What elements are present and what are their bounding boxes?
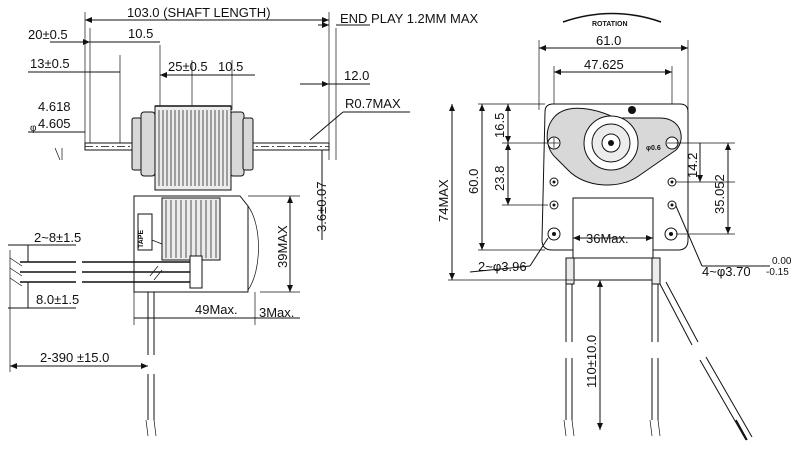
dim-10-5-top: 10.5 (128, 26, 153, 41)
dim-16-5: 16.5 (492, 113, 507, 138)
coil-hatch (165, 200, 217, 258)
end-play-label: END PLAY 1.2MM MAX (340, 11, 479, 26)
dim-2-8: 2~8±1.5 (34, 230, 81, 245)
rivet-top (628, 106, 636, 114)
bearing-housing-left (140, 111, 156, 177)
label-plate-text: TAPE (138, 230, 145, 248)
dim-4-605: 4.605 (38, 116, 71, 131)
tol-lower: -0.15 (766, 267, 789, 278)
dim-13: 13±0.5 (30, 56, 70, 71)
dim-4-618: 4.618 (38, 99, 71, 114)
lamination-hatch (158, 110, 228, 186)
bearing-boss-right (242, 117, 254, 171)
front-view: ROTATION 61.0 47.625 φ0.6 (436, 12, 792, 441)
label-plate (137, 213, 153, 251)
dim-25: 25±0.5 (168, 59, 208, 74)
dim-35-052: 35.052 (712, 174, 727, 214)
bearing-housing-right (229, 111, 245, 177)
dim-3-6: 3.6±0.07 (314, 181, 329, 232)
dim-110: 110±10.0 (584, 335, 599, 388)
dim-61: 61.0 (596, 33, 621, 48)
lead-wires-side (9, 255, 203, 289)
lamination-stack (154, 105, 232, 191)
dim-36max: 36Max. (586, 231, 629, 246)
dim-2-390: 2-390 ±15.0 (40, 350, 109, 365)
dim-60: 60.0 (466, 169, 481, 194)
dim-74max: 74MAX (436, 179, 451, 222)
rotation-label: ROTATION (592, 21, 628, 28)
coil-side-left (565, 257, 575, 285)
dim-12: 12.0 (344, 68, 369, 83)
phi-symbol: φ (30, 123, 37, 134)
rotation-arrow (562, 12, 662, 23)
dim-47-625: 47.625 (584, 57, 624, 72)
side-view: 103.0 (SHAFT LENGTH) END PLAY 1.2MM MAX … (8, 5, 479, 437)
dim-23-8: 23.8 (492, 166, 507, 191)
dim-8-0: 8.0±1.5 (36, 292, 79, 307)
dim-20: 20±0.5 (28, 27, 68, 42)
radius-label: R0.7MAX (345, 96, 401, 111)
dim-39max: 39MAX (275, 225, 290, 268)
shaft-length-label: 103.0 (SHAFT LENGTH) (127, 5, 271, 20)
lead-wires-front (563, 281, 753, 441)
dim-3max: 3Max. (259, 305, 294, 320)
dim-49max: 49Max. (195, 302, 238, 317)
shaft-mark: φ0.6 (646, 145, 661, 152)
dim-2-phi: 2~φ3.96 (478, 259, 527, 274)
dim-4-phi: 4~φ3.70 (702, 264, 751, 279)
wire-clamp (189, 255, 203, 289)
dim-10-5-mid: 10.5 (218, 59, 243, 74)
tol-upper: 0.00 (772, 256, 792, 267)
dim-14-2: 14.2 (685, 153, 700, 178)
shaft-center (608, 140, 614, 146)
coil-side-right (651, 257, 661, 285)
